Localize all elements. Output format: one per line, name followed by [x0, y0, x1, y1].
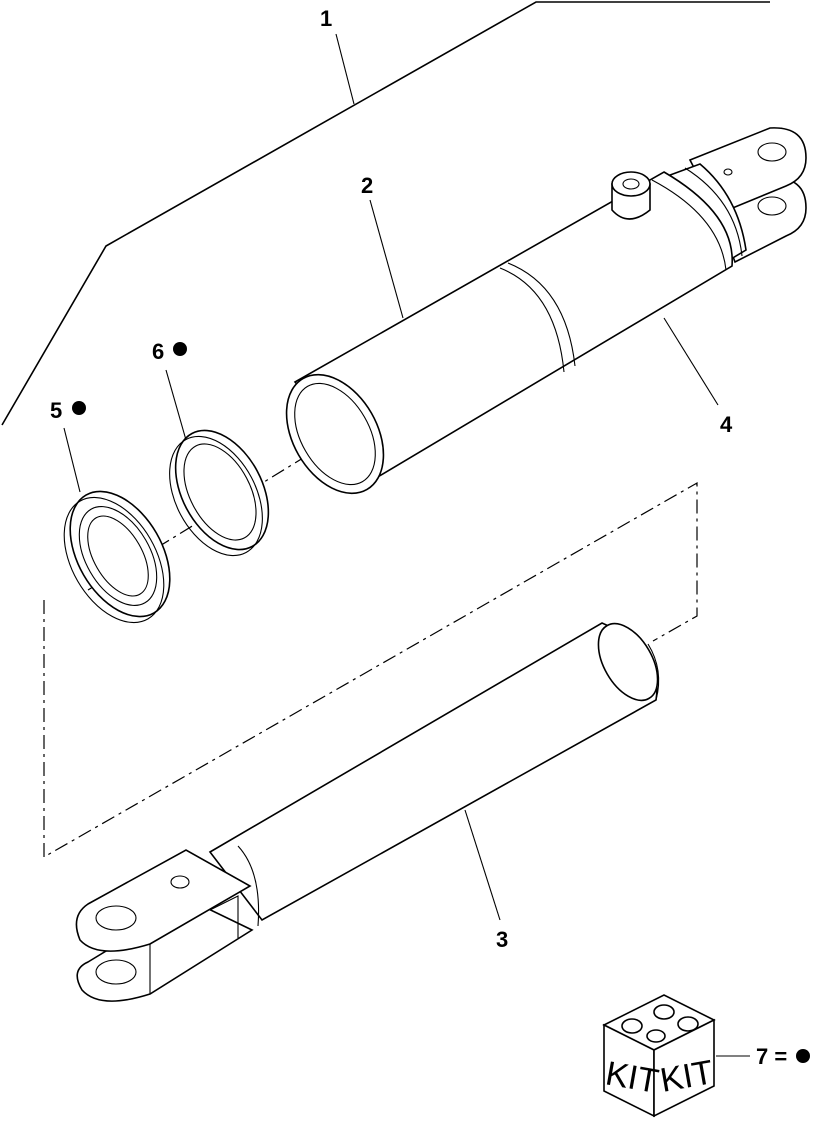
barrel-port-top: [611, 171, 651, 197]
rod-clevis-grease-hole: [170, 875, 190, 889]
barrel-cap-line-2: [684, 167, 743, 257]
kit-legend-label: 7 =: [756, 1044, 787, 1069]
barrel-clevis-lower-hole: [757, 196, 787, 216]
seal-5-inner: [87, 515, 149, 597]
cylinder-barrel: [285, 127, 807, 495]
leader-line-6: [165, 369, 187, 441]
rod-clevis-slot: [209, 895, 239, 938]
callout-4-label: 4: [720, 412, 733, 437]
callout-6-label: 6: [152, 339, 164, 364]
install-path-line: [43, 481, 698, 859]
kit-fitting-3: [677, 1016, 699, 1032]
callout-1-label: 1: [320, 6, 332, 31]
seal-5-outer-back: [63, 496, 165, 624]
barrel-clevis-upper-hole: [757, 142, 787, 162]
barrel-port-hole: [622, 178, 640, 190]
callout-3-label: 3: [496, 927, 508, 952]
rod-end-chamfer: [647, 643, 660, 701]
rod-end-face: [597, 622, 659, 702]
piston-rod: [75, 622, 660, 1002]
kit-legend-dot: [796, 1049, 810, 1063]
kit-fitting-1: [621, 1018, 643, 1034]
barrel-band-line-2: [507, 262, 576, 367]
rod-clevis-lower-ear: [76, 899, 254, 1002]
rod-clevis-upper-hole: [95, 905, 137, 931]
kit-box-text-left: KIT: [603, 1054, 662, 1101]
leader-line-4: [663, 317, 719, 406]
seal-5-lip: [78, 506, 158, 606]
rod-neck-line: [237, 845, 260, 927]
kit-fitting-4: [646, 1029, 666, 1043]
seal-item-5: [63, 490, 171, 624]
kit-box-icon: KIT KIT: [602, 994, 716, 1118]
kit-box-text-right: KIT: [657, 1053, 716, 1100]
seal-5-outer: [69, 490, 171, 618]
kit-fitting-2: [653, 1004, 675, 1020]
rod-shaft: [208, 622, 658, 922]
barrel-tube: [293, 171, 733, 480]
seal-item-6: [169, 429, 270, 557]
barrel-clevis-pin-hole: [723, 168, 733, 176]
barrel-cap-line: [651, 179, 727, 271]
seal-6-outer: [174, 429, 270, 551]
barrel-front-bore: [294, 382, 376, 486]
leader-line-1: [335, 33, 355, 105]
seal-6-inner: [183, 443, 257, 541]
rod-clevis-lower-hole: [95, 959, 137, 985]
leader-line-5: [63, 427, 81, 493]
callout-2-label: 2: [361, 173, 373, 198]
leader-line-2: [369, 199, 404, 319]
kit-dot-marker-5: [72, 401, 86, 415]
assembly-bracket-line: [1, 1, 770, 426]
callout-5-label: 5: [50, 398, 62, 423]
leader-line-3: [464, 809, 501, 921]
barrel-band-line: [499, 267, 565, 373]
kit-dot-marker-6: [173, 342, 187, 356]
barrel-front-opening: [285, 373, 385, 495]
